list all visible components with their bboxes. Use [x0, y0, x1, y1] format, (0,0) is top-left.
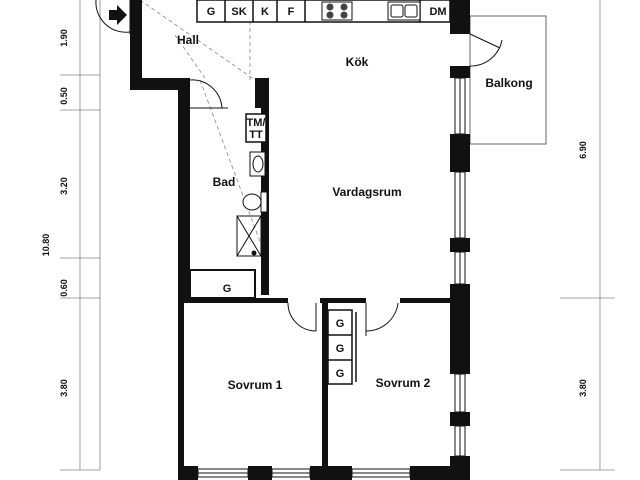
room-label-hall: Hall: [177, 33, 199, 47]
walls: [130, 0, 470, 480]
bedroom2-wardrobe-label-1: G: [336, 318, 345, 330]
washer-dryer: [245, 113, 267, 143]
doors: [189, 33, 503, 336]
dim-right-1: 6.90: [578, 141, 588, 159]
kitchen-label-sk: SK: [231, 6, 246, 18]
room-label-kitchen: Kök: [346, 55, 369, 69]
shower-icon: [236, 215, 262, 257]
balcony: [469, 15, 547, 145]
dim-left-5: 0.60: [59, 279, 69, 297]
dim-left-1: 1.90: [59, 29, 69, 47]
room-label-bedroom2: Sovrum 2: [376, 376, 431, 390]
bedroom2-wardrobe-label-3: G: [336, 368, 345, 380]
entry-arrow-icon: [109, 5, 127, 25]
kitchen-label-f: F: [288, 6, 295, 18]
room-label-living: Vardagsrum: [332, 185, 401, 199]
room-label-bedroom1: Sovrum 1: [228, 378, 283, 392]
dim-left-3: 3.20: [59, 177, 69, 195]
sight-lines: [139, 0, 266, 256]
windows: [197, 77, 466, 478]
left-dimension-lines: [60, 0, 101, 471]
dim-right-2: 3.80: [578, 379, 588, 397]
room-label-bathroom: Bad: [213, 175, 236, 189]
washbasin-icon: [249, 151, 266, 177]
hall-wardrobe: [189, 269, 256, 301]
sink-icon: [387, 1, 421, 21]
stove-icon: [321, 1, 353, 21]
hall-wardrobe-label: G: [223, 283, 232, 295]
dim-left-6: 3.80: [59, 379, 69, 397]
kitchen-label-g: G: [207, 6, 216, 18]
kitchen-label-dm: DM: [429, 6, 446, 18]
washer-dryer-label-2: TT: [249, 129, 263, 141]
dim-left-4: 10.80: [41, 234, 51, 257]
room-label-balcony: Balkong: [485, 76, 532, 90]
toilet-icon: [242, 191, 268, 213]
bedroom2-wardrobes: [327, 309, 357, 385]
kitchen-label-k: K: [261, 6, 269, 18]
right-dimension-lines: [560, 0, 615, 471]
washer-dryer-label-1: TM/: [247, 117, 266, 129]
bedroom2-wardrobe-label-2: G: [336, 343, 345, 355]
dim-left-2: 0.50: [59, 87, 69, 105]
entry-door: [95, 0, 131, 34]
